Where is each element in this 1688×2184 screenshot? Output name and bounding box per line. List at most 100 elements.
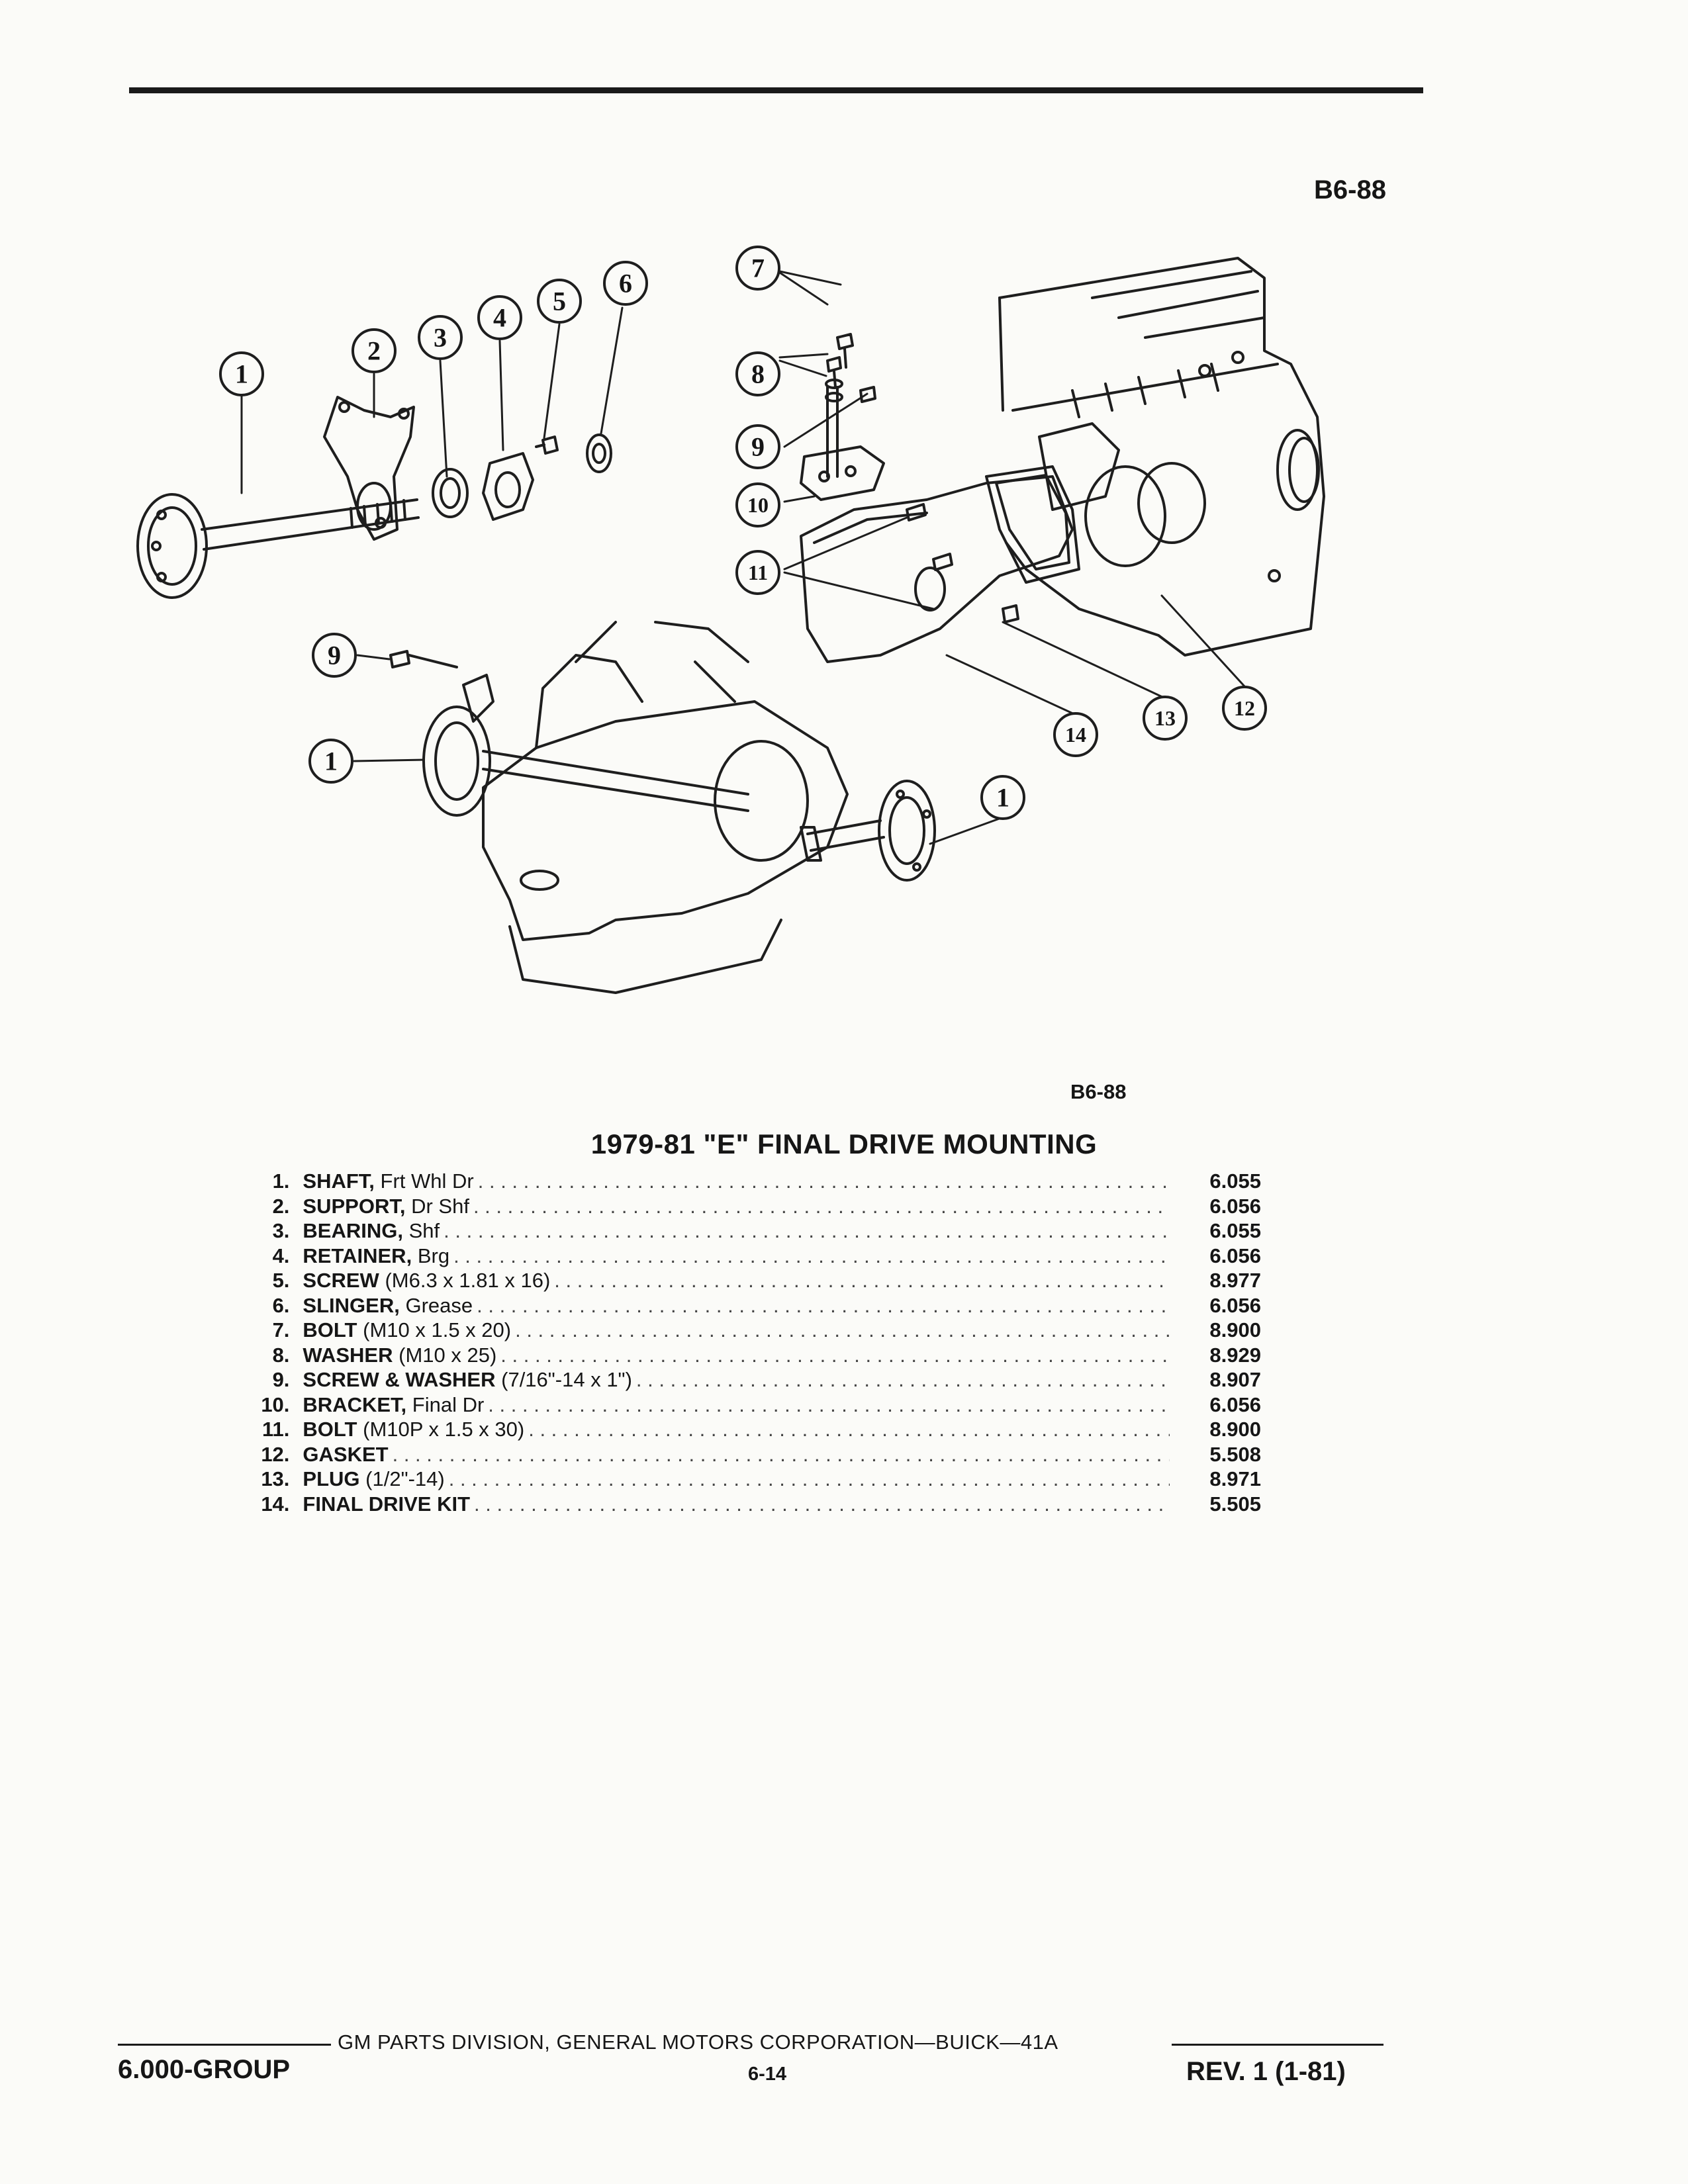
part-description: PLUG (1/2"-14): [303, 1467, 444, 1491]
shaft-assembly-illustration: [136, 396, 612, 599]
part-group-number: 8.977: [1209, 1269, 1261, 1292]
part-group-number: 8.900: [1209, 1418, 1261, 1441]
part-group-number: 8.907: [1209, 1368, 1261, 1391]
part-entry: BOLT (M10 x 1.5 x 20). . . . . . . . . .…: [303, 1318, 1170, 1342]
part-description: SHAFT, Frt Whl Dr: [303, 1169, 473, 1193]
footer-rule-left: [118, 2044, 331, 2046]
part-row: 8.WASHER (M10 x 25). . . . . . . . . . .…: [255, 1343, 1261, 1369]
dot-leader: . . . . . . . . . . . . . . . . . . . . …: [453, 1244, 1170, 1267]
part-name: SLINGER,: [303, 1293, 400, 1317]
part-row: 5.SCREW (M6.3 x 1.81 x 16). . . . . . . …: [255, 1269, 1261, 1294]
part-detail: Grease: [405, 1293, 473, 1317]
page-title: 1979-81 "E" FINAL DRIVE MOUNTING: [590, 1128, 1098, 1160]
callout-7: 7: [751, 253, 765, 283]
part-number: 14.: [261, 1492, 290, 1516]
callout-numbers: 1 2 3 4 5 6 7 8 9 10 11 12 13 14 9 1 1: [235, 253, 1255, 813]
part-number: 1.: [272, 1169, 290, 1193]
part-detail: Final Dr: [412, 1392, 485, 1416]
part-description: SCREW & WASHER (7/16"-14 x 1"): [303, 1368, 632, 1392]
dot-leader: . . . . . . . . . . . . . . . . . . . . …: [635, 1368, 1170, 1391]
part-detail: (M10P x 1.5 x 30): [363, 1418, 525, 1441]
dot-leader: . . . . . . . . . . . . . . . . . . . . …: [477, 1169, 1170, 1193]
part-name: PLUG: [303, 1467, 360, 1490]
part-number: 2.: [272, 1194, 290, 1218]
part-row: 12.GASKET . . . . . . . . . . . . . . . …: [255, 1443, 1261, 1468]
part-name: WASHER: [303, 1343, 393, 1367]
part-number: 12.: [261, 1442, 290, 1466]
part-number: 3.: [272, 1219, 290, 1242]
dot-leader: . . . . . . . . . . . . . . . . . . . . …: [477, 1293, 1170, 1317]
callout-13: 13: [1154, 706, 1176, 730]
transaxle-illustration: [389, 621, 936, 994]
footer-revision: REV. 1 (1-81): [1186, 2057, 1346, 2086]
part-group-number: 6.056: [1209, 1244, 1261, 1267]
callout-8: 8: [751, 359, 765, 389]
part-entry: SUPPORT, Dr Shf. . . . . . . . . . . . .…: [303, 1195, 1170, 1218]
footer-page-number: 6-14: [748, 2064, 787, 2085]
top-rule: [129, 87, 1423, 93]
part-name: BRACKET,: [303, 1392, 407, 1416]
part-description: SCREW (M6.3 x 1.81 x 16): [303, 1269, 550, 1293]
part-detail: Brg: [417, 1244, 450, 1267]
part-number: 9.: [272, 1368, 290, 1391]
dot-leader: . . . . . . . . . . . . . . . . . . . . …: [444, 1219, 1170, 1242]
part-number: 13.: [261, 1467, 290, 1490]
part-entry: PLUG (1/2"-14). . . . . . . . . . . . . …: [303, 1467, 1170, 1491]
callout-2: 2: [367, 336, 381, 366]
part-description: BOLT (M10 x 1.5 x 20): [303, 1318, 511, 1342]
part-entry: SLINGER, Grease. . . . . . . . . . . . .…: [303, 1294, 1170, 1318]
part-detail: (M10 x 25): [399, 1343, 497, 1367]
part-group-number: 6.056: [1209, 1392, 1261, 1416]
dot-leader: . . . . . . . . . . . . . . . . . . . . …: [473, 1194, 1170, 1218]
dot-leader: . . . . . . . . . . . . . . . . . . . . …: [392, 1442, 1170, 1466]
callout-1-upper: 1: [235, 359, 248, 389]
part-detail: Shf: [408, 1219, 440, 1242]
part-description: SUPPORT, Dr Shf: [303, 1195, 469, 1218]
dot-leader: . . . . . . . . . . . . . . . . . . . . …: [488, 1392, 1170, 1416]
part-description: WASHER (M10 x 25): [303, 1343, 496, 1367]
part-row: 3. BEARING, Shf. . . . . . . . . . . . . …: [255, 1219, 1261, 1244]
part-description: BEARING, Shf: [303, 1219, 440, 1243]
part-group-number: 8.971: [1209, 1467, 1261, 1490]
part-group-number: 6.056: [1209, 1293, 1261, 1317]
part-name: FINAL DRIVE KIT: [303, 1492, 471, 1516]
part-entry: FINAL DRIVE KIT . . . . . . . . . . . . …: [303, 1492, 1170, 1516]
part-row: 7.BOLT (M10 x 1.5 x 20). . . . . . . . .…: [255, 1318, 1261, 1343]
part-group-number: 6.056: [1209, 1194, 1261, 1218]
engine-block-illustration: [998, 257, 1325, 657]
dot-leader: . . . . . . . . . . . . . . . . . . . . …: [474, 1492, 1170, 1516]
part-number: 6.: [272, 1293, 290, 1317]
part-entry: RETAINER, Brg. . . . . . . . . . . . . .…: [303, 1244, 1170, 1268]
part-group-number: 6.055: [1209, 1219, 1261, 1242]
part-description: BRACKET, Final Dr: [303, 1393, 484, 1417]
part-row: 1. SHAFT, Frt Whl Dr. . . . . . . . . . .…: [255, 1169, 1261, 1195]
part-name: BOLT: [303, 1318, 357, 1342]
final-drive-housing-illustration: [800, 333, 1080, 663]
callout-6: 6: [619, 269, 632, 298]
part-description: RETAINER, Brg: [303, 1244, 449, 1268]
part-number: 4.: [272, 1244, 290, 1267]
part-name: BEARING,: [303, 1219, 403, 1242]
part-number: 11.: [262, 1418, 290, 1441]
dot-leader: . . . . . . . . . . . . . . . . . . . . …: [528, 1418, 1170, 1441]
part-detail: (7/16"-14 x 1"): [501, 1368, 632, 1391]
dot-leader: . . . . . . . . . . . . . . . . . . . . …: [448, 1467, 1170, 1490]
part-row: 2. SUPPORT, Dr Shf. . . . . . . . . . . .…: [255, 1195, 1261, 1220]
callout-9-upper: 9: [751, 432, 765, 462]
part-detail: (M6.3 x 1.81 x 16): [385, 1269, 551, 1292]
exploded-diagram: 1 2 3 4 5 6 7 8 9 10 11 12 13 14 9 1 1: [136, 246, 1325, 994]
part-row: 10.BRACKET, Final Dr. . . . . . . . . . …: [255, 1393, 1261, 1418]
part-row: 13. PLUG (1/2"-14). . . . . . . . . . . .…: [255, 1467, 1261, 1492]
callout-12: 12: [1234, 696, 1255, 720]
dot-leader: . . . . . . . . . . . . . . . . . . . . …: [500, 1343, 1170, 1367]
part-number: 5.: [272, 1269, 290, 1292]
part-group-number: 5.505: [1209, 1492, 1261, 1516]
part-name: SCREW & WASHER: [303, 1368, 496, 1391]
part-name: SUPPORT,: [303, 1194, 406, 1218]
part-description: FINAL DRIVE KIT: [303, 1492, 470, 1516]
part-detail: (M10 x 1.5 x 20): [363, 1318, 512, 1342]
part-detail: Dr Shf: [411, 1194, 469, 1218]
callout-14: 14: [1065, 723, 1086, 747]
part-detail: Frt Whl Dr: [380, 1169, 474, 1193]
part-row: 11.BOLT (M10P x 1.5 x 30). . . . . . . .…: [255, 1418, 1261, 1443]
